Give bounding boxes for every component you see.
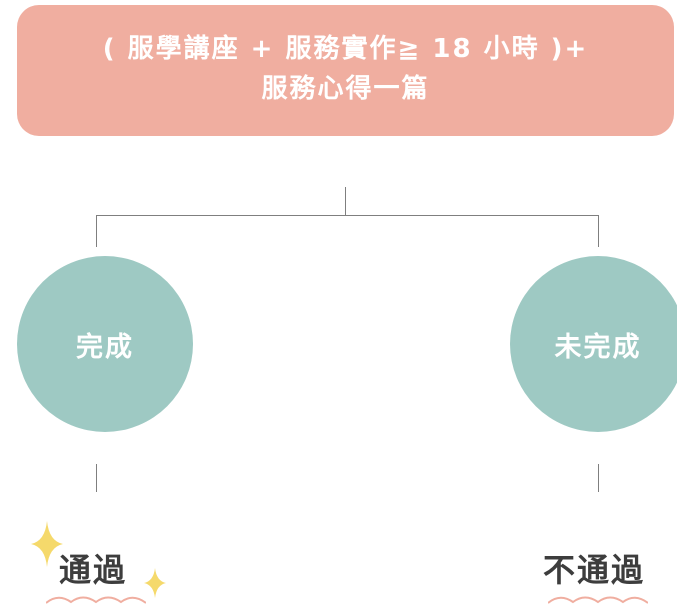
requirement-box: ( 服學講座 + 服務實作≧ 18 小時 )+ 服務心得一篇	[17, 5, 674, 136]
connector-right-drop	[598, 215, 599, 247]
wave-decoration-left	[46, 596, 146, 604]
result-fail: 不通過	[543, 545, 645, 591]
node-incomplete: 未完成	[510, 256, 677, 432]
connector-left-result	[96, 464, 97, 492]
sparkle-icon	[31, 521, 63, 567]
result-fail-label: 不通過	[543, 551, 646, 589]
result-pass: 通過	[59, 545, 127, 591]
node-complete-label: 完成	[76, 331, 134, 363]
requirement-line-1: ( 服學講座 + 服務實作≧ 18 小時 )+	[102, 34, 589, 64]
connector-trunk	[345, 187, 346, 215]
connector-horizontal	[96, 215, 599, 216]
node-complete: 完成	[17, 256, 193, 432]
result-pass-label: 通過	[59, 551, 128, 589]
sparkle-icon-small	[144, 568, 166, 598]
wave-decoration-right	[548, 596, 648, 604]
requirement-line-2: 服務心得一篇	[261, 74, 430, 104]
node-incomplete-label: 未完成	[554, 331, 642, 363]
connector-left-drop	[96, 215, 97, 247]
connector-right-result	[598, 464, 599, 492]
